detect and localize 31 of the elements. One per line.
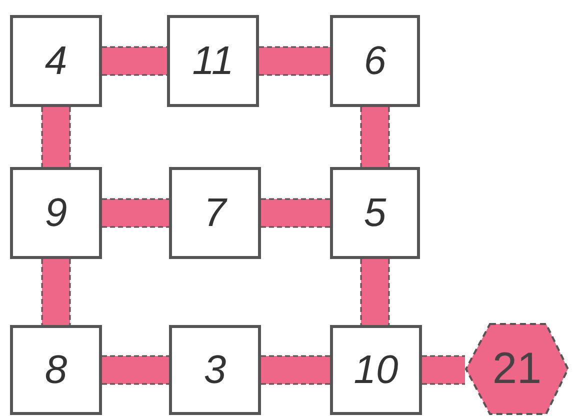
number-box — [330, 15, 420, 107]
node-number: 10 — [354, 350, 398, 390]
connector-band — [259, 46, 330, 76]
node-number: 6 — [364, 41, 386, 81]
connector-band — [261, 198, 330, 228]
node-number: 8 — [44, 350, 68, 390]
connector-band — [360, 259, 390, 325]
connector-band — [360, 107, 390, 167]
node-number: 21 — [492, 347, 542, 391]
number-box — [10, 325, 102, 415]
node-number: 7 — [204, 193, 226, 233]
node-number: 9 — [44, 193, 68, 233]
node-number: 11 — [192, 41, 234, 81]
node-number: 3 — [204, 350, 226, 390]
node-number: 4 — [44, 41, 68, 81]
connector-band — [41, 107, 71, 167]
connector-band — [41, 259, 71, 325]
connector-band — [261, 355, 330, 385]
connector-band — [102, 46, 167, 76]
number-box — [167, 15, 259, 107]
number-box — [10, 167, 102, 259]
number-box — [10, 15, 102, 107]
connector-band — [102, 198, 169, 228]
node-number: 5 — [364, 193, 386, 233]
number-box — [169, 325, 261, 415]
number-box — [330, 167, 420, 259]
number-box — [169, 167, 261, 259]
connector-band — [422, 355, 465, 385]
number-box — [330, 325, 422, 415]
hexagon-node — [465, 323, 569, 415]
connector-band — [102, 355, 169, 385]
